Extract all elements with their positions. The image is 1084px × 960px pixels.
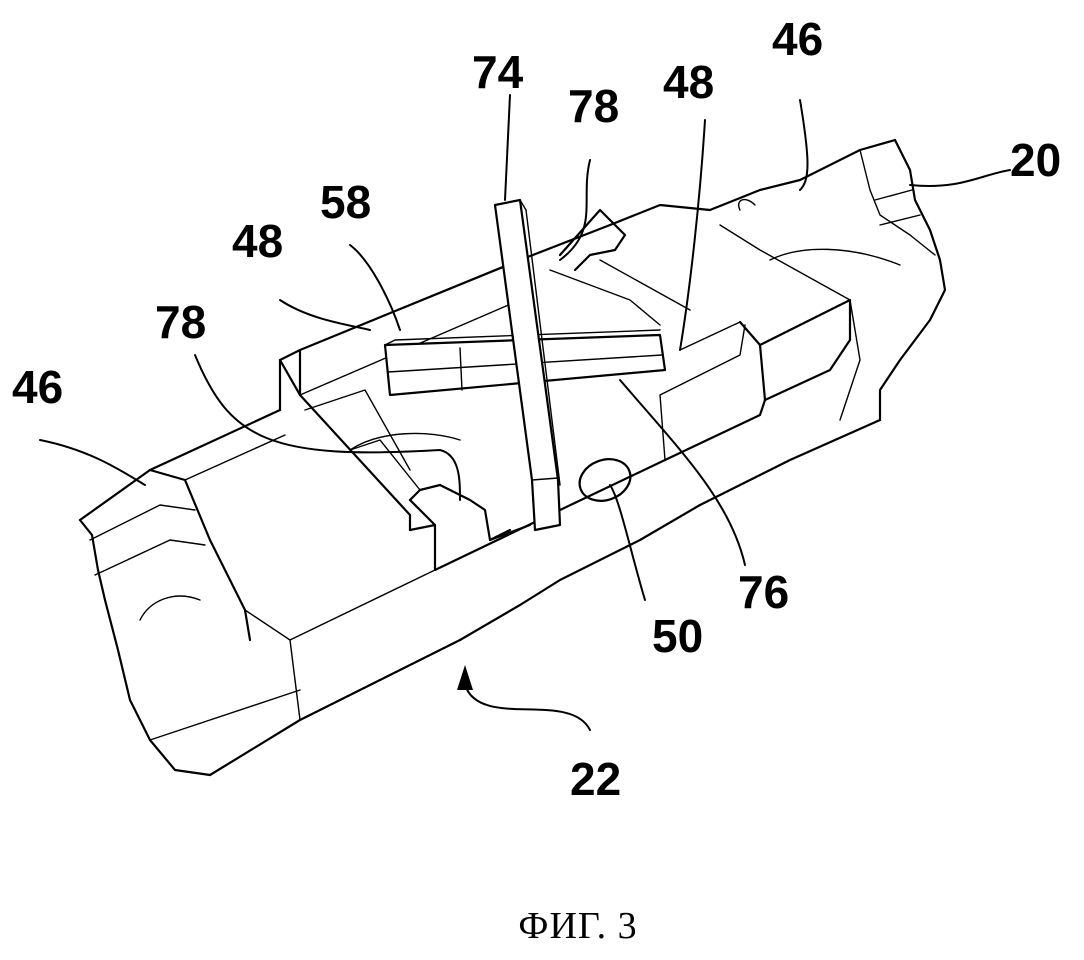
label-46-top: 46: [772, 13, 823, 65]
label-22: 22: [570, 753, 621, 805]
label-78-top: 78: [568, 80, 619, 132]
label-20: 20: [1010, 134, 1061, 186]
label-48-left: 48: [232, 215, 283, 267]
label-74: 74: [472, 46, 524, 98]
label-76: 76: [738, 566, 789, 618]
label-58: 58: [320, 176, 371, 228]
figure-caption: ФИГ. 3: [518, 905, 637, 947]
label-46-left: 46: [12, 361, 63, 413]
label-50: 50: [652, 610, 703, 662]
label-48-top: 48: [663, 56, 714, 108]
label-78-left: 78: [155, 296, 206, 348]
